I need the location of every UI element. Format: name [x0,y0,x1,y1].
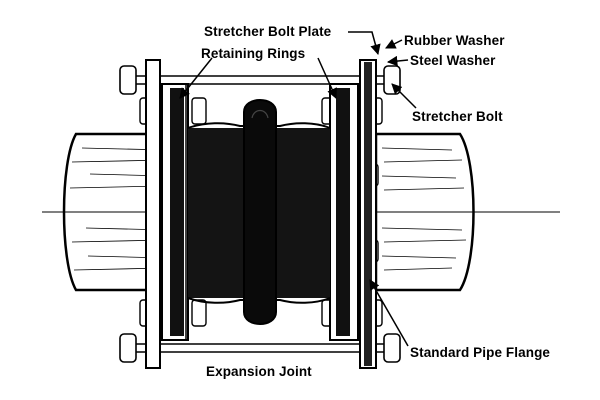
label-expansion-joint: Expansion Joint [206,364,312,379]
stretcher-bolt-top [132,75,388,85]
label-rubber-washer: Rubber Washer [404,33,505,48]
label-stretcher-bolt: Stretcher Bolt [412,109,503,124]
stretcher-bolt-bottom [132,343,388,353]
hex-nuts [119,65,401,363]
label-stretcher-bolt-plate: Stretcher Bolt Plate [204,24,332,39]
left-flange-assembly [145,59,189,369]
expansion-joint-body [187,99,331,325]
label-standard-pipe-flange: Standard Pipe Flange [410,345,550,360]
right-flange-assembly [329,59,377,369]
label-retaining-rings: Retaining Rings [201,46,305,61]
leader-lines [179,31,417,347]
label-steel-washer: Steel Washer [410,53,496,68]
